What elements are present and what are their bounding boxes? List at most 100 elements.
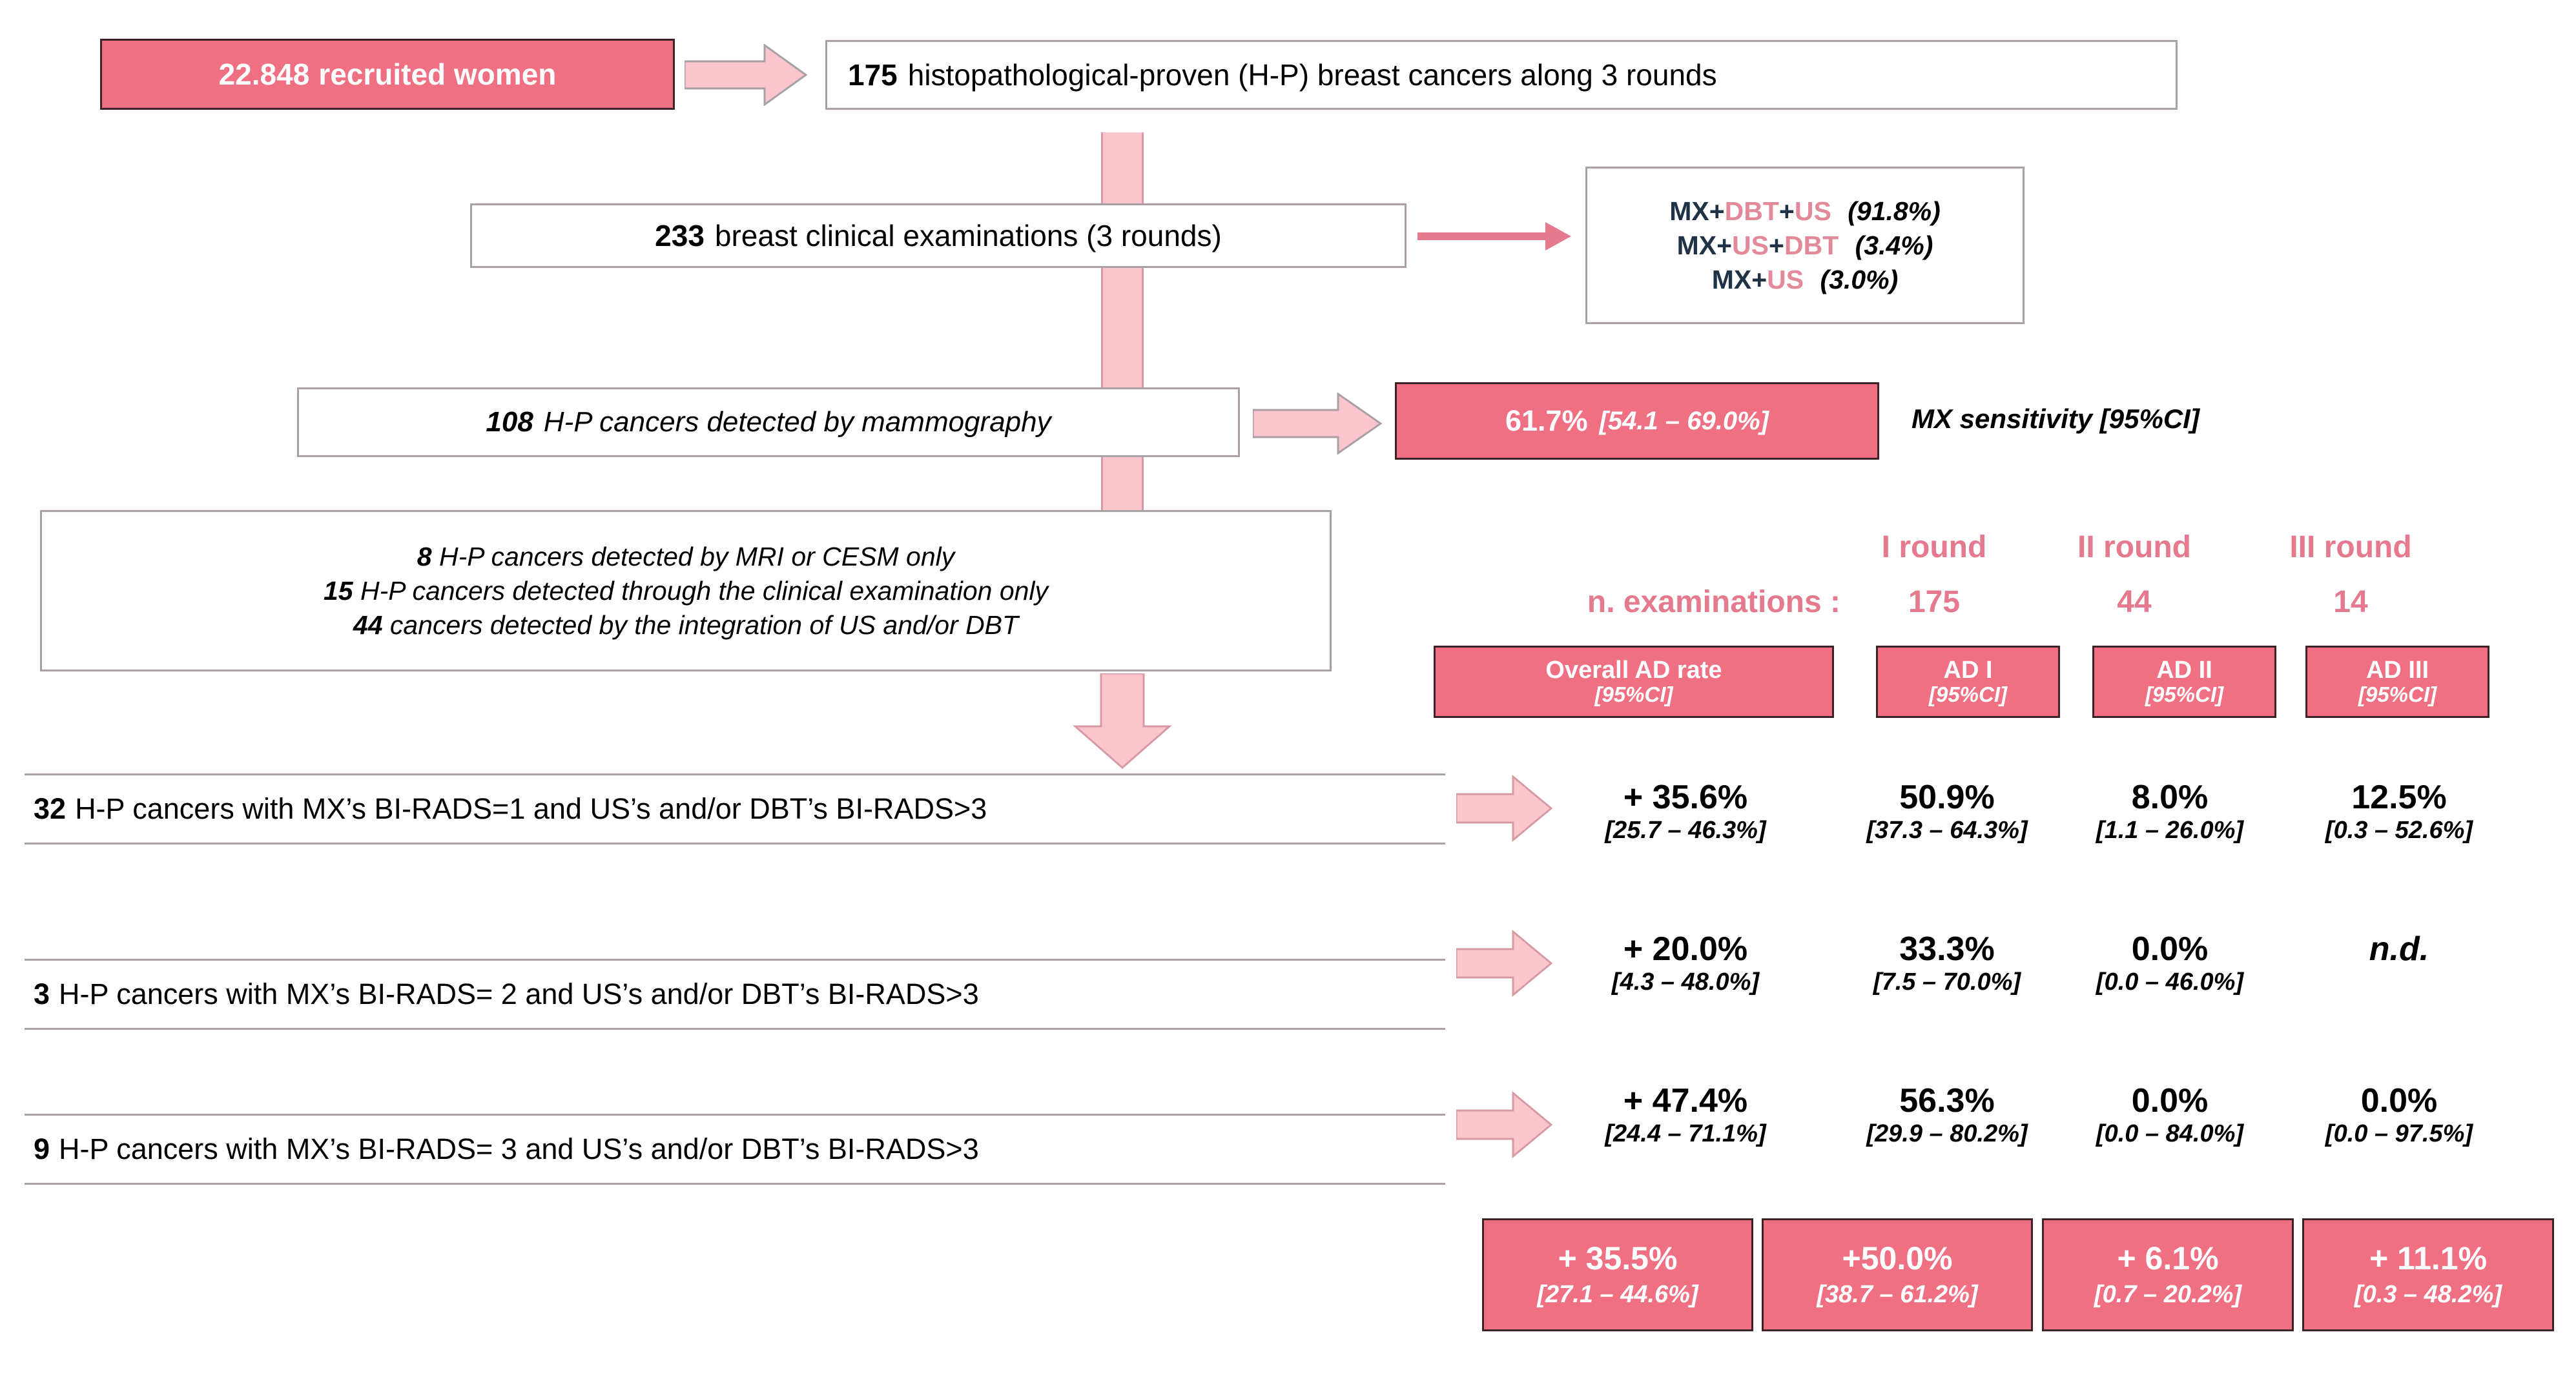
plus-sign: + [1709, 196, 1725, 226]
total-ci: [27.1 – 44.6%] [1537, 1280, 1698, 1308]
cell-value: 56.3% [1899, 1082, 1995, 1120]
recruited-women-label: recruited women [318, 57, 557, 91]
cell-value: + 20.0% [1623, 930, 1748, 968]
plus-sign: + [1751, 264, 1767, 294]
total-value: + 6.1% [2117, 1240, 2219, 1277]
cell-value: + 35.6% [1623, 779, 1748, 816]
modality-us-label: US [1767, 264, 1804, 294]
round-count-2: 44 [2117, 585, 2152, 619]
birads-row-number: 3 [34, 977, 50, 1010]
row-2-cell-ad1: 33.3% [7.5 – 70.0%] [1824, 930, 2070, 996]
total-ci: [0.3 – 48.2%] [2354, 1280, 2502, 1308]
vertical-connector-stem-1 [1101, 132, 1144, 203]
round-count-3: 14 [2333, 585, 2368, 619]
ad-header-title: Overall AD rate [1545, 656, 1722, 684]
other-detection-line: 15 H-P cancers detected through the clin… [324, 576, 1048, 606]
other-detection-line: 8 H-P cancers detected by MRI or CESM on… [417, 542, 954, 572]
total-box-ad3: + 11.1% [0.3 – 48.2%] [2302, 1218, 2554, 1331]
cell-value: 0.0% [2131, 930, 2209, 968]
modality-row: MX+US (3.0%) [1712, 265, 1899, 295]
other-detection-number: 8 [417, 541, 432, 571]
row-2-cell-ad3: n.d. [2280, 930, 2519, 968]
modality-distribution-box: MX+DBT+US (91.8%) MX+US+DBT (3.4%) MX+US… [1585, 167, 2025, 324]
cell-ci: [7.5 – 70.0%] [1873, 968, 2021, 996]
ad-header-i: AD I [95%CI] [1876, 646, 2060, 718]
cell-ci: [0.0 – 97.5%] [2325, 1120, 2473, 1147]
cell-value: n.d. [2369, 930, 2429, 968]
mammography-detected-number: 108 [486, 406, 533, 438]
birads-row-box-1: 32 H-P cancers with MX’s BI-RADS=1 and U… [25, 773, 1445, 844]
cell-value: + 47.4% [1623, 1082, 1748, 1120]
birads-row-box-2: 3 H-P cancers with MX’s BI-RADS= 2 and U… [25, 959, 1445, 1030]
mx-sensitivity-side-label: MX sensitivity [95%CI] [1911, 404, 2200, 434]
modality-mx-label: MX [1676, 230, 1717, 260]
mx-sensitivity-box: 61.7% [54.1 – 69.0%] [1395, 382, 1879, 460]
cell-ci: [4.3 – 48.0%] [1611, 968, 1760, 996]
total-box-overall: + 35.5% [27.1 – 44.6%] [1482, 1218, 1753, 1331]
modality-mx-label: MX [1711, 264, 1752, 294]
total-ci: [38.7 – 61.2%] [1817, 1280, 1978, 1308]
modality-row: MX+DBT+US (91.8%) [1669, 196, 1941, 227]
cell-ci: [37.3 – 64.3%] [1866, 817, 2028, 844]
right-arrow-icon-recruited [685, 44, 807, 106]
clinical-examinations-number: 233 [655, 219, 705, 252]
birads-row-label: H-P cancers with MX’s BI-RADS= 2 and US’… [59, 977, 979, 1010]
recruited-women-number: 22.848 [218, 57, 310, 91]
birads-row-number: 9 [34, 1132, 50, 1165]
cell-value: 0.0% [2360, 1082, 2438, 1120]
total-value: + 35.5% [1558, 1240, 1678, 1277]
row-1-cell-ad3: 12.5% [0.3 – 52.6%] [2280, 778, 2519, 844]
right-arrow-icon-row-3 [1456, 1091, 1553, 1158]
mx-sensitivity-value: 61.7% [1505, 404, 1588, 438]
birads-row-label: H-P cancers with MX’s BI-RADS=1 and US’s… [75, 792, 987, 825]
right-arrow-icon-modality [1417, 220, 1572, 253]
modality-mx-label: MX [1669, 196, 1709, 226]
modality-dbt-label: DBT [1724, 196, 1779, 226]
other-detection-box: 8 H-P cancers detected by MRI or CESM on… [40, 510, 1332, 671]
cell-ci: [29.9 – 80.2%] [1866, 1120, 2028, 1147]
cell-value: 50.9% [1899, 779, 1995, 816]
histopathological-cancers-number: 175 [848, 58, 898, 92]
vertical-connector-stem-2 [1101, 261, 1144, 397]
other-detection-number: 44 [353, 609, 383, 640]
row-3-cell-ad1: 56.3% [29.9 – 80.2%] [1824, 1081, 2070, 1148]
plus-sign: + [1769, 230, 1784, 260]
right-arrow-icon-row-1 [1456, 775, 1553, 842]
recruited-women-box: 22.848 recruited women [100, 39, 675, 110]
plus-sign: + [1778, 196, 1795, 226]
ad-header-sub: [95%CI] [1928, 682, 2008, 706]
modality-percent: (3.4%) [1855, 230, 1933, 260]
ad-header-title: AD II [2156, 656, 2212, 684]
modality-percent: (3.0%) [1820, 264, 1899, 294]
total-ci: [0.7 – 20.2%] [2094, 1280, 2242, 1308]
cell-value: 33.3% [1899, 930, 1995, 968]
mammography-detected-label: H-P cancers detected by mammography [543, 406, 1051, 438]
round-header-3: III round [2289, 530, 2412, 564]
row-3-cell-ad3: 0.0% [0.0 – 97.5%] [2280, 1081, 2519, 1148]
histopathological-cancers-label: histopathological-proven (H-P) breast ca… [907, 58, 1717, 92]
cell-ci: [0.0 – 46.0%] [2096, 968, 2244, 996]
ad-header-overall: Overall AD rate [95%CI] [1434, 646, 1834, 718]
ad-header-sub: [95%CI] [2145, 682, 2224, 706]
modality-dbt-label: DBT [1784, 230, 1839, 260]
other-detection-label: H-P cancers detected through the clinica… [360, 575, 1049, 606]
cell-ci: [25.7 – 46.3%] [1605, 817, 1766, 844]
total-value: +50.0% [1842, 1240, 1953, 1277]
row-3-cell-overall: + 47.4% [24.4 – 71.1%] [1550, 1081, 1821, 1148]
ad-header-title: AD III [2365, 656, 2429, 684]
ad-header-iii: AD III [95%CI] [2305, 646, 2489, 718]
other-detection-number: 15 [323, 575, 353, 606]
ad-header-sub: [95%CI] [2358, 682, 2437, 706]
birads-row-box-3: 9 H-P cancers with MX’s BI-RADS= 3 and U… [25, 1114, 1445, 1185]
ad-header-sub: [95%CI] [1594, 682, 1673, 706]
row-1-cell-ad1: 50.9% [37.3 – 64.3%] [1824, 778, 2070, 844]
modality-us-label: US [1732, 230, 1769, 260]
clinical-examinations-box: 233 breast clinical examinations (3 roun… [470, 203, 1406, 268]
birads-row-label: H-P cancers with MX’s BI-RADS= 3 and US’… [59, 1132, 979, 1165]
down-arrow-icon [1072, 673, 1173, 770]
cell-value: 12.5% [2351, 779, 2447, 816]
round-header-2: II round [2077, 530, 2191, 564]
ad-header-title: AD I [1943, 656, 1993, 684]
other-detection-label: cancers detected by the integration of U… [389, 609, 1019, 640]
cell-value: 0.0% [2131, 1082, 2209, 1120]
